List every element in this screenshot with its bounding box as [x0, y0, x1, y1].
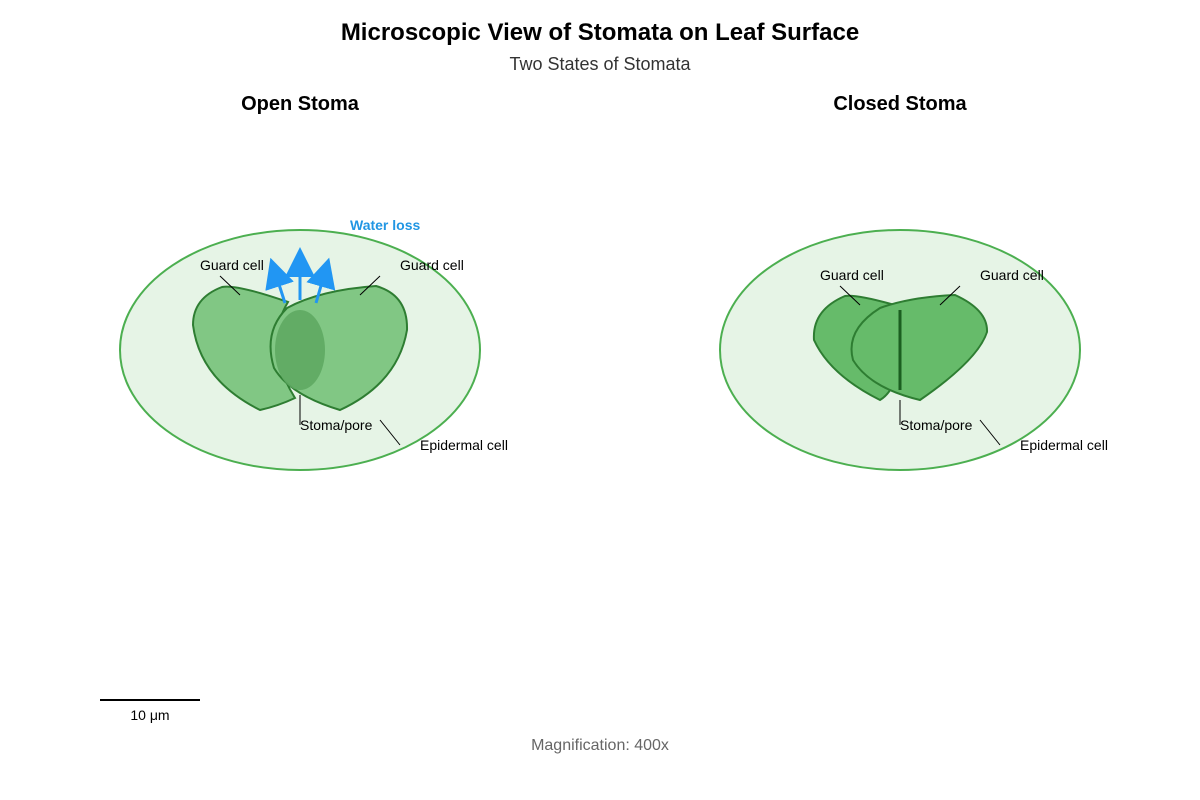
open-guard-cell-right-label: Guard cell: [400, 257, 464, 273]
closed-stoma-panel: Closed Stoma Guard cell Guard cell Stoma…: [719, 93, 1108, 471]
open-guard-cell-left-label: Guard cell: [200, 257, 264, 273]
open-epidermal-leader: [379, 419, 401, 446]
scale-bar: 10 μm: [100, 699, 200, 723]
closed-guard-cell-right-label: Guard cell: [980, 267, 1044, 283]
open-stoma-pore: [275, 310, 325, 390]
open-stoma-title: Open Stoma: [241, 93, 360, 115]
page-subtitle: Two States of Stomata: [509, 54, 691, 74]
magnification-label: Magnification: 400x: [531, 737, 669, 754]
closed-pore-label: Stoma/pore: [900, 417, 973, 433]
open-stoma-panel: Open Stoma Water loss Guard cell Guard c…: [119, 93, 508, 471]
scale-bar-label: 10 μm: [130, 707, 169, 723]
page-title: Microscopic View of Stomata on Leaf Surf…: [341, 19, 859, 46]
water-loss-arrows: [265, 247, 336, 304]
closed-stoma-title: Closed Stoma: [833, 93, 967, 115]
closed-guard-cell-right: [850, 293, 989, 402]
water-arrow-left: [265, 257, 294, 304]
open-guard-cell-left-leader: [219, 275, 241, 296]
closed-epidermal-leader: [979, 419, 1001, 446]
water-loss-label: Water loss: [350, 217, 420, 233]
closed-guard-cell-left-leader: [839, 285, 861, 306]
closed-guard-cell-left-label: Guard cell: [820, 267, 884, 283]
water-arrow-right: [306, 257, 336, 304]
open-epidermal-label: Epidermal cell: [420, 437, 508, 453]
open-guard-cell-left: [191, 285, 297, 412]
closed-guard-cell-right-leader: [939, 285, 961, 306]
open-guard-cell-right-leader: [359, 275, 381, 296]
open-pore-label: Stoma/pore: [300, 417, 373, 433]
closed-epidermal-label: Epidermal cell: [1020, 437, 1108, 453]
